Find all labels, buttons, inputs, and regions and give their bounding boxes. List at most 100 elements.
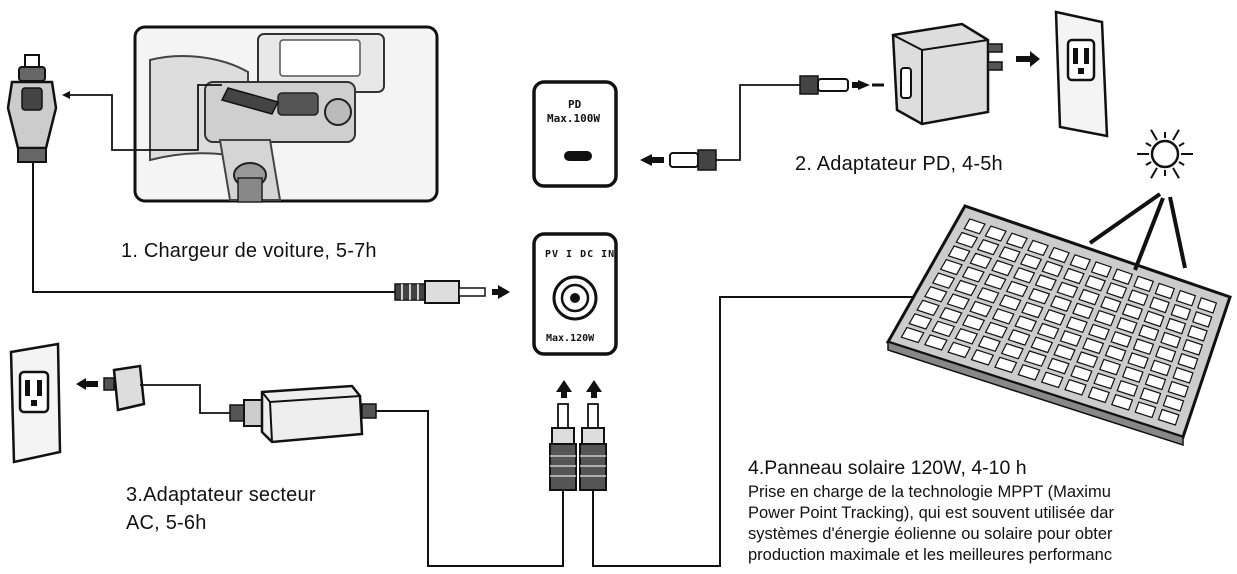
sun-ray <box>1178 142 1185 147</box>
solar-cell <box>970 349 995 366</box>
solar-cell <box>1116 379 1139 397</box>
solar-cell <box>1023 350 1047 367</box>
solar-description-line: production maximale et les meilleures pe… <box>748 546 1113 564</box>
solar-description-line: Power Point Tracking), qui est souvent u… <box>748 504 1114 522</box>
solar-cell <box>1165 317 1187 335</box>
solar-cell <box>1062 267 1085 285</box>
solar-cell <box>983 273 1007 290</box>
solar-cell <box>1084 274 1107 292</box>
pd-port-box <box>532 80 618 188</box>
solar-cell <box>1090 261 1113 278</box>
solar-cell <box>1012 267 1036 284</box>
solar-cell <box>931 272 956 289</box>
solar-cell <box>998 294 1022 311</box>
solar-cell <box>1041 260 1064 278</box>
solar-cell <box>1121 366 1144 383</box>
solar-cell <box>1172 366 1194 384</box>
solar-cell <box>939 258 963 276</box>
solar-cell <box>1007 329 1031 346</box>
solar-cell <box>1064 378 1087 396</box>
solar-cell <box>961 314 986 331</box>
solar-cell <box>1160 331 1182 349</box>
solar-cell <box>994 356 1018 374</box>
solar-cell <box>1111 393 1134 411</box>
solar-cell <box>1094 309 1116 327</box>
solar-cell <box>1021 301 1044 319</box>
solar-cell <box>1049 295 1073 312</box>
solar-cell <box>1005 280 1029 298</box>
solar-cell <box>1138 324 1160 342</box>
solar-cell <box>1139 387 1162 405</box>
solar-cell <box>931 320 956 338</box>
solar-cell <box>1110 330 1132 348</box>
solar-cell <box>1167 380 1189 398</box>
solar-cell <box>1027 239 1049 257</box>
solar-cell <box>1143 310 1165 328</box>
solar-cell <box>1072 302 1094 320</box>
solar-description-line: Prise en charge de la technologie MPPT (… <box>748 483 1111 501</box>
solar-description-line: systèmes d'énergie éolienne ou solaire p… <box>748 525 1113 543</box>
solar-cell <box>1078 288 1100 306</box>
solar-cell <box>1027 287 1051 305</box>
solar-cell <box>1036 322 1060 340</box>
solar-cell <box>1019 253 1043 270</box>
solar-cell <box>1155 345 1177 363</box>
pd-adapter-label: 2. Adaptateur PD, 4-5h <box>795 153 1003 175</box>
solar-cell <box>1040 371 1064 389</box>
solar-cell <box>1149 296 1170 314</box>
solar-cell <box>976 238 1000 256</box>
solar-cell <box>1088 323 1110 341</box>
solar-cell <box>991 259 1014 277</box>
sun-ray <box>1150 129 1158 141</box>
solar-cell <box>946 293 970 310</box>
dc-port-title: PV I DC IN <box>545 249 616 260</box>
solar-cell <box>955 231 979 249</box>
solar-cell <box>961 266 985 283</box>
solar-cell <box>1104 344 1127 362</box>
solar-cell <box>1082 337 1105 355</box>
sun-ray <box>1150 167 1158 179</box>
dc-connectors-icon <box>549 403 607 491</box>
solar-cell <box>1069 254 1092 271</box>
solar-panel-label: 4.Panneau solaire 120W, 4-10 h <box>748 457 1027 479</box>
solar-cell <box>1093 372 1116 390</box>
solar-cell <box>991 308 1015 325</box>
solar-cell <box>1144 373 1167 391</box>
pd-port-label: PD <box>568 98 582 111</box>
solar-cell <box>1121 303 1144 320</box>
solar-cell <box>924 285 948 303</box>
dc-plug-icon <box>394 280 510 304</box>
sun-ray <box>1145 142 1152 147</box>
ac-adapter-label-line1: 3.Adaptateur secteur <box>126 484 316 506</box>
solar-cell <box>939 306 963 324</box>
solar-cell <box>900 326 925 344</box>
wall-outlet-icon <box>9 342 62 464</box>
solar-cell <box>969 252 993 270</box>
solar-cell <box>916 299 940 317</box>
solar-cell <box>923 334 948 351</box>
solar-cell <box>1170 303 1192 321</box>
solar-cell <box>1048 246 1070 264</box>
solar-cell <box>1192 311 1213 328</box>
solar-cell <box>1187 324 1208 342</box>
sun-icon <box>1137 129 1193 179</box>
sun-ray <box>1172 167 1180 179</box>
usb-c-cable-icon <box>640 75 884 171</box>
car-interior-illustration <box>133 25 439 203</box>
solar-cell <box>1133 275 1155 293</box>
solar-cell <box>908 313 933 330</box>
car-charger-label: 1. Chargeur de voiture, 5-7h <box>121 240 377 262</box>
solar-cell <box>1127 352 1149 369</box>
solar-cell <box>1116 317 1138 334</box>
solar-cell <box>1149 359 1172 377</box>
solar-cell <box>1105 282 1128 299</box>
solar-cell <box>1053 343 1076 361</box>
solar-cell <box>984 225 1007 242</box>
solar-cell <box>1175 289 1197 307</box>
solar-cell <box>1056 281 1079 299</box>
solar-cell <box>1127 289 1149 307</box>
solar-cell <box>998 246 1021 263</box>
solar-cell <box>1005 232 1028 249</box>
solar-cell <box>1098 358 1121 376</box>
